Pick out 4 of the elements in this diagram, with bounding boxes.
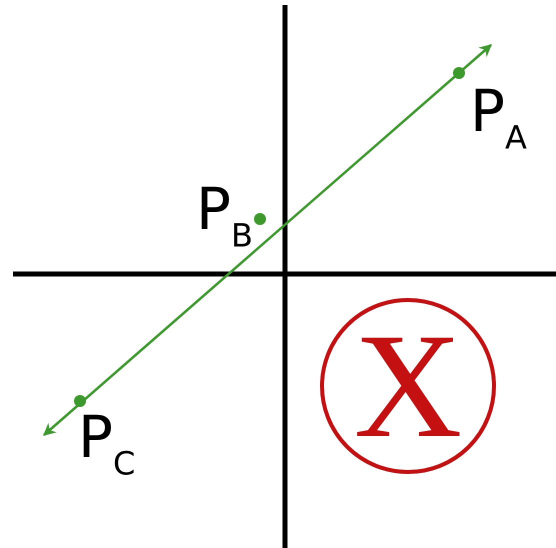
point-label: P$_{B}$ bbox=[196, 180, 253, 252]
crossed-out-mark: X bbox=[320, 298, 496, 474]
point-label: P$_{C}$ bbox=[78, 408, 136, 480]
point-label: P$_{A}$ bbox=[470, 82, 527, 154]
